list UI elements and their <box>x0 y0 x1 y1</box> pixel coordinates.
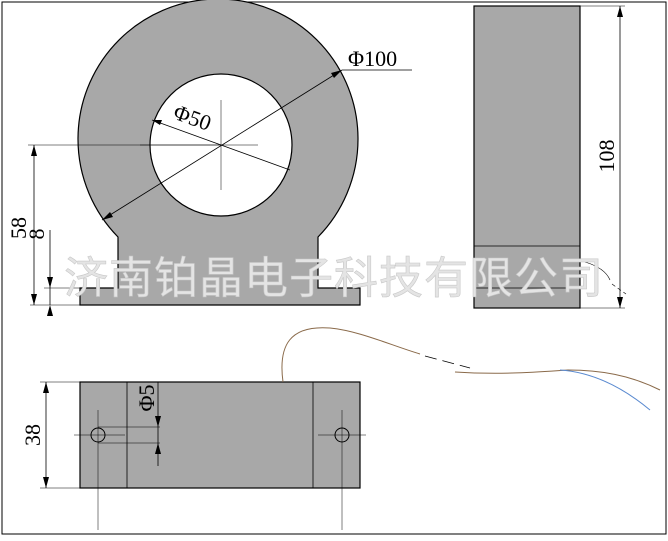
inner-diameter-label: Φ50 <box>170 99 214 136</box>
side-body <box>473 5 581 309</box>
company-watermark: 济南铂晶电子科技有限公司 <box>64 253 604 304</box>
lead-wires <box>281 327 661 411</box>
front-view: Φ100 Φ50 <box>77 0 412 306</box>
wire-blue <box>559 369 651 411</box>
base-height-label: 8 <box>24 229 49 240</box>
total-height-label: 58 <box>6 217 31 239</box>
wire-brown <box>281 327 421 383</box>
side-height-label: 38 <box>20 424 45 446</box>
hole-diameter-label: Φ5 <box>134 384 159 411</box>
bottom-view: Φ5 38 <box>20 381 366 530</box>
side-view: 108 <box>473 5 627 309</box>
front-height-dimensions: 58 8 <box>6 144 222 316</box>
outer-diameter-label: Φ100 <box>348 46 397 71</box>
body-height-label: 108 <box>594 140 619 173</box>
